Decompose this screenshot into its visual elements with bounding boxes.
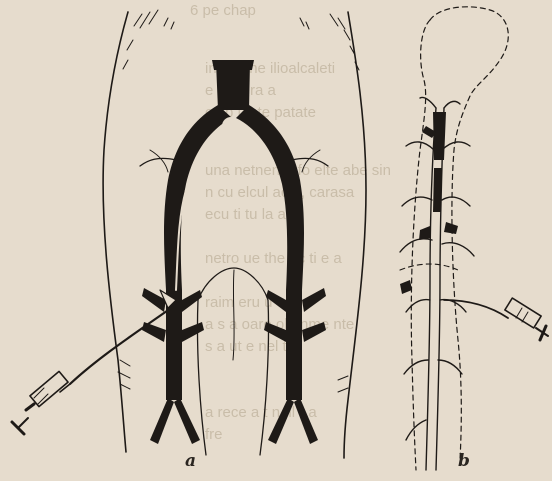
- iliac-side-branch-left: [140, 158, 176, 166]
- midline-fold: [233, 270, 234, 360]
- panel-a-illustration: [12, 10, 366, 458]
- panel-b-illustration: [400, 7, 548, 470]
- dashed-limb-outline-left: [411, 20, 430, 470]
- catheter-tip-marker: [222, 117, 240, 135]
- panel-b-label: b: [458, 451, 470, 471]
- right-thigh-outline: [344, 12, 366, 458]
- external-tube-b: [444, 300, 508, 318]
- dashed-limb-outline: [430, 7, 508, 460]
- syringe-a: [12, 371, 70, 434]
- iliac-side-branch-right: [292, 158, 328, 166]
- external-tube: [70, 306, 174, 384]
- dashed-joint: [400, 264, 458, 270]
- syringe-b: [505, 298, 548, 340]
- panel-a-label: a: [185, 451, 196, 471]
